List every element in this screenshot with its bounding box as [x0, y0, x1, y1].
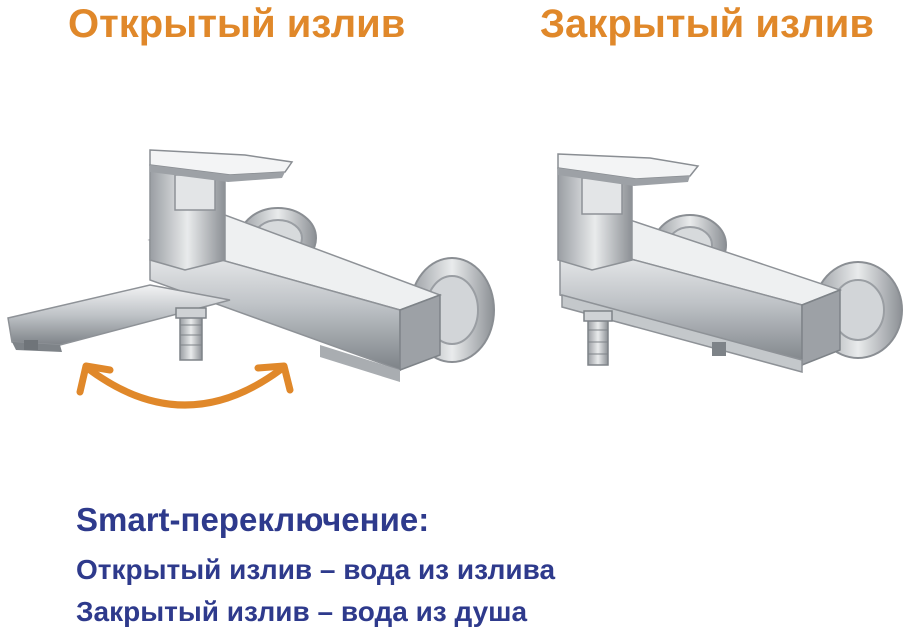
mixer-cartridge — [557, 157, 633, 271]
title-open-spout: Открытый излив — [68, 2, 406, 46]
shower-outlet — [175, 307, 207, 361]
lever-handle — [557, 153, 700, 186]
caption-closed-spout: Закрытый излив – вода из душа — [76, 596, 528, 627]
curved-double-arrow-icon — [76, 362, 294, 409]
mixer-cartridge — [149, 154, 226, 271]
caption-heading: Smart-переключение: — [76, 501, 430, 538]
shower-outlet — [583, 310, 613, 366]
closed-spout — [561, 294, 803, 373]
wall-flange-front — [813, 261, 903, 359]
faucet-open-spout-image — [7, 149, 495, 409]
lever-handle — [149, 149, 294, 182]
open-spout — [7, 284, 231, 352]
faucet-closed-spout-image — [557, 153, 903, 373]
title-closed-spout: Закрытый излив — [540, 2, 874, 46]
caption-open-spout: Открытый излив – вода из излива — [76, 554, 556, 585]
